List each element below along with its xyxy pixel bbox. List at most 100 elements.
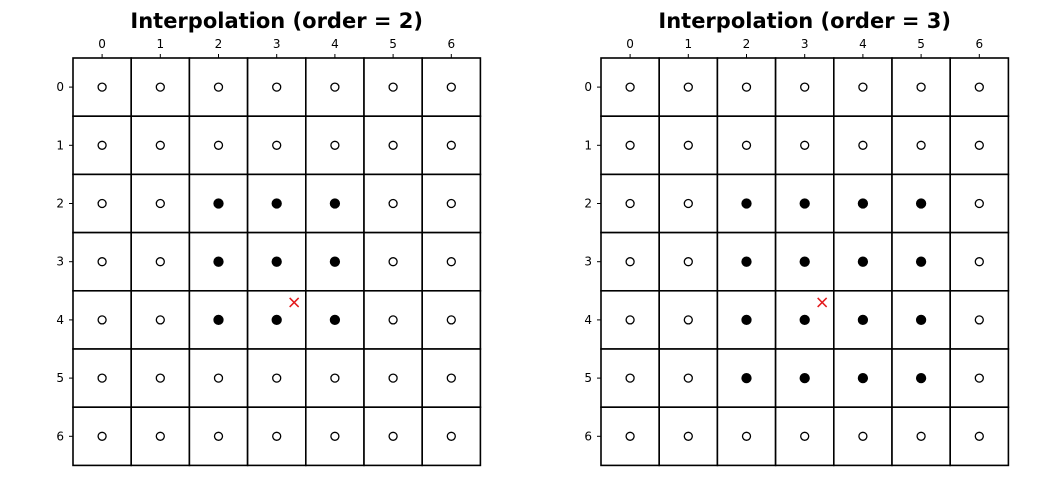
- open-point: [446, 257, 456, 267]
- filled-point: [741, 372, 752, 384]
- filled-point: [741, 256, 752, 267]
- open-point: [625, 140, 635, 150]
- y-tick-label: 5: [56, 371, 64, 385]
- open-point: [446, 82, 456, 92]
- filled-point: [915, 256, 927, 267]
- open-point: [388, 257, 398, 267]
- open-point: [916, 431, 926, 441]
- open-point: [446, 140, 456, 150]
- open-point: [683, 431, 693, 441]
- open-point: [974, 82, 984, 92]
- open-point: [800, 140, 810, 150]
- open-point: [97, 315, 107, 325]
- open-point: [741, 82, 752, 92]
- grid-cell: [949, 406, 1010, 467]
- open-point: [213, 82, 224, 92]
- target-x-marker: [817, 297, 828, 308]
- open-point: [272, 373, 282, 383]
- open-point: [330, 373, 340, 383]
- chart-title: Interpolation (order = 3): [658, 9, 951, 33]
- open-point: [858, 140, 868, 150]
- y-tick-label: 2: [56, 197, 64, 211]
- open-point: [446, 431, 456, 441]
- grid-cell: [421, 115, 482, 176]
- y-tick-label: 1: [584, 138, 592, 152]
- filled-point: [271, 198, 282, 209]
- filled-point: [799, 314, 810, 326]
- y-tick-label: 4: [56, 313, 64, 327]
- filled-point: [799, 256, 810, 267]
- x-tick-label: 6: [975, 37, 983, 51]
- y-tick-label: 0: [56, 80, 64, 94]
- open-point: [858, 431, 868, 441]
- open-point: [974, 198, 984, 209]
- x-tick-label: 2: [743, 37, 751, 51]
- open-point: [272, 140, 282, 150]
- target-x-marker: [289, 297, 300, 308]
- grid-cell: [72, 231, 133, 292]
- open-point: [625, 315, 635, 325]
- open-point: [97, 373, 107, 383]
- target-x-stroke: [817, 297, 828, 308]
- open-point: [155, 431, 165, 441]
- x-tick-label: 3: [801, 37, 809, 51]
- open-point: [272, 82, 282, 92]
- x-tick-label: 1: [684, 37, 692, 51]
- filled-point: [271, 256, 282, 267]
- open-point: [330, 431, 340, 441]
- open-point: [800, 431, 810, 441]
- x-tick-label: 0: [626, 37, 634, 51]
- filled-point: [857, 256, 869, 267]
- open-point: [683, 315, 693, 325]
- filled-point: [857, 372, 869, 384]
- filled-point: [857, 198, 869, 209]
- x-tick-label: 3: [273, 37, 281, 51]
- open-point: [97, 257, 107, 267]
- open-point: [683, 198, 693, 209]
- y-tick-label: 1: [56, 138, 64, 152]
- x-tick-label: 5: [917, 37, 925, 51]
- x-tick-label: 4: [859, 37, 867, 51]
- x-tick-label: 0: [98, 37, 106, 51]
- open-point: [916, 82, 926, 92]
- open-point: [741, 140, 752, 150]
- open-point: [97, 140, 107, 150]
- open-point: [683, 257, 693, 267]
- filled-point: [213, 198, 224, 209]
- filled-point: [271, 314, 282, 326]
- x-tick-label: 2: [215, 37, 223, 51]
- filled-point: [213, 256, 224, 267]
- open-point: [213, 431, 224, 441]
- y-tick-label: 6: [584, 429, 592, 443]
- open-point: [330, 140, 340, 150]
- y-tick-label: 4: [584, 313, 592, 327]
- filled-point: [915, 314, 927, 326]
- open-point: [446, 198, 456, 209]
- filled-point: [915, 198, 927, 209]
- chart-title: Interpolation (order = 2): [130, 9, 423, 33]
- open-point: [388, 315, 398, 325]
- open-point: [388, 82, 398, 92]
- filled-point: [329, 256, 341, 267]
- open-point: [974, 140, 984, 150]
- open-point: [213, 140, 224, 150]
- open-point: [155, 140, 165, 150]
- target-x-stroke: [289, 297, 300, 308]
- open-point: [155, 198, 165, 209]
- open-point: [625, 431, 635, 441]
- open-point: [155, 315, 165, 325]
- filled-point: [329, 198, 341, 209]
- open-point: [800, 82, 810, 92]
- open-point: [916, 140, 926, 150]
- open-point: [388, 140, 398, 150]
- y-tick-label: 0: [584, 80, 592, 94]
- filled-point: [799, 372, 810, 384]
- open-point: [858, 82, 868, 92]
- y-tick-label: 5: [584, 371, 592, 385]
- open-point: [741, 431, 752, 441]
- grid-cell: [891, 348, 952, 409]
- open-point: [272, 431, 282, 441]
- open-point: [974, 431, 984, 441]
